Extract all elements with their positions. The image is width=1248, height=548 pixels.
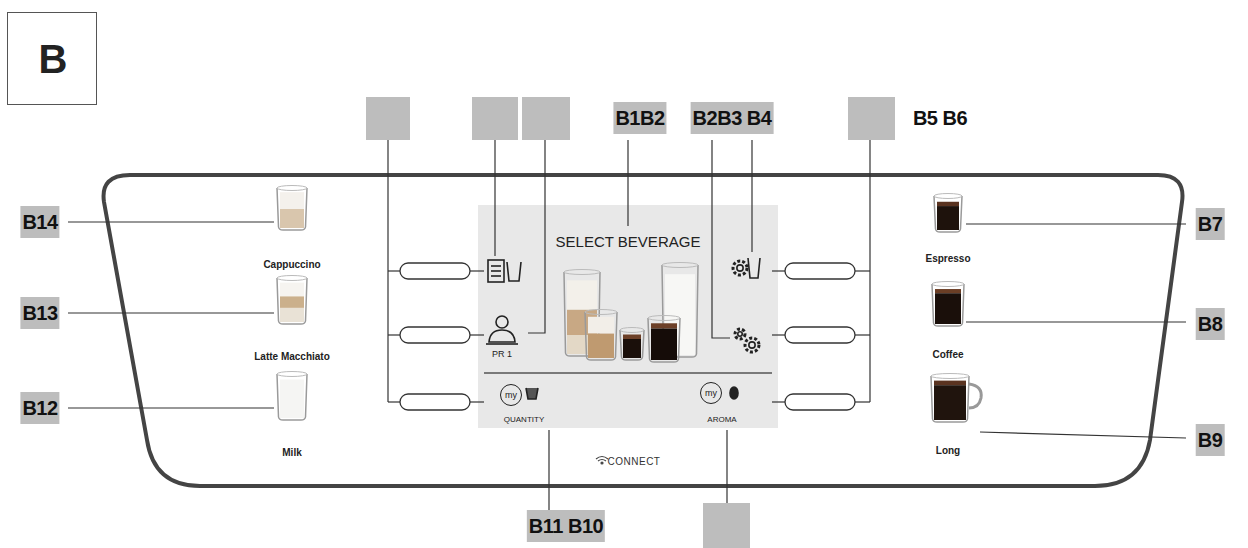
callout-box bbox=[472, 97, 518, 140]
callout-box bbox=[366, 97, 410, 140]
beverage-name: Coffee bbox=[932, 349, 963, 360]
my-circle: my bbox=[500, 384, 522, 406]
leader-line bbox=[494, 140, 495, 256]
node-text: my bbox=[505, 390, 517, 400]
beverage-glass bbox=[585, 310, 617, 361]
callout-box bbox=[703, 503, 750, 548]
leader-line bbox=[855, 334, 870, 335]
callout-number: B12 bbox=[20, 392, 59, 424]
callout-number: B9 bbox=[1196, 424, 1225, 456]
callout-number: B11 B10 bbox=[527, 510, 605, 542]
callout-box bbox=[848, 97, 895, 140]
connect-label: CONNECT bbox=[608, 456, 661, 467]
beverage-glass bbox=[277, 276, 307, 325]
node-text: AROMA bbox=[707, 415, 736, 424]
leader-line bbox=[772, 270, 785, 271]
leader-line bbox=[68, 312, 274, 313]
oval-button bbox=[785, 263, 855, 279]
leader-line bbox=[388, 401, 400, 402]
leader-line bbox=[388, 270, 400, 271]
oval-button bbox=[400, 327, 470, 343]
beverage-name: Cappuccino bbox=[263, 259, 320, 270]
my-circle: my bbox=[700, 382, 722, 404]
beverage-name: Long bbox=[936, 445, 960, 456]
beverage-name: Milk bbox=[282, 447, 301, 458]
node-text: PR 1 bbox=[492, 349, 512, 359]
screen-divider bbox=[484, 372, 772, 374]
beverage-glass bbox=[620, 328, 644, 361]
leader-line bbox=[470, 401, 484, 402]
node-text: QUANTITY bbox=[504, 415, 544, 424]
leader-line bbox=[980, 432, 1186, 438]
section-letter-box: B bbox=[7, 12, 97, 105]
node-text: B bbox=[39, 37, 68, 82]
leader-line bbox=[966, 321, 1186, 322]
node-text: SELECT BEVERAGE bbox=[556, 233, 701, 250]
callout-number: B1B2 bbox=[613, 102, 666, 134]
leader-line bbox=[388, 334, 400, 335]
wifi-icon bbox=[596, 457, 608, 465]
beverage-glass bbox=[277, 186, 307, 231]
beverage-glass bbox=[648, 316, 680, 363]
callout-number: B8 bbox=[1196, 308, 1225, 340]
beverage-glass bbox=[932, 282, 964, 327]
node-text: my bbox=[705, 388, 717, 398]
callout-number: B13 bbox=[20, 297, 59, 329]
oval-button bbox=[785, 394, 855, 410]
beverage-glass bbox=[931, 374, 981, 423]
leader-line bbox=[712, 140, 730, 338]
beverage-name: Espresso bbox=[925, 253, 970, 264]
callout-number: B5 B6 bbox=[911, 102, 969, 134]
callout-number: B7 bbox=[1196, 208, 1225, 240]
leader-line bbox=[528, 140, 545, 333]
callout-box bbox=[522, 97, 570, 140]
beverage-name: Latte Macchiato bbox=[254, 351, 330, 362]
leader-line bbox=[772, 401, 785, 402]
leader-line bbox=[855, 401, 870, 402]
leader-line bbox=[68, 407, 274, 408]
display-screen: SELECT BEVERAGE PR 1 QUANTITY AROMA my my bbox=[478, 205, 778, 428]
leader-line bbox=[966, 223, 1186, 224]
leader-line bbox=[726, 430, 727, 503]
leader-line bbox=[470, 270, 484, 271]
beverage-glass bbox=[277, 372, 307, 421]
leader-line bbox=[548, 430, 549, 510]
screen-icons bbox=[486, 258, 760, 399]
oval-button bbox=[400, 263, 470, 279]
leader-line bbox=[627, 140, 628, 226]
beverage-glass bbox=[934, 194, 962, 233]
leader-line bbox=[772, 334, 785, 335]
leader-line bbox=[751, 140, 752, 252]
oval-button bbox=[785, 327, 855, 343]
callout-number: B2B3 B4 bbox=[691, 102, 774, 134]
leader-line bbox=[855, 270, 870, 271]
display-screen bbox=[478, 205, 778, 428]
oval-button bbox=[400, 394, 470, 410]
leader-line bbox=[68, 221, 274, 222]
leader-line bbox=[470, 334, 484, 335]
callout-number: B14 bbox=[20, 206, 59, 238]
